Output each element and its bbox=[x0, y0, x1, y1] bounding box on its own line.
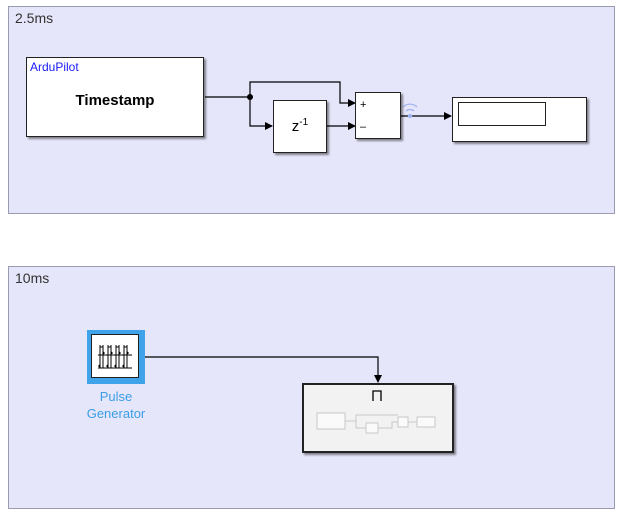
line-to-delay bbox=[249, 97, 273, 130]
pulse-generator-block[interactable] bbox=[91, 334, 139, 378]
sum-minus-sign: – bbox=[360, 121, 367, 133]
display-field bbox=[458, 102, 546, 126]
line-to-sum-plus bbox=[249, 81, 356, 107]
pulse-generator-label-line2: Generator bbox=[86, 406, 146, 421]
sum-block[interactable]: + – bbox=[355, 92, 401, 139]
pulse-generator-label-line1: Pulse bbox=[99, 389, 133, 404]
sum-plus-sign: + bbox=[360, 99, 367, 111]
area-label-2-5ms: 2.5ms bbox=[15, 10, 54, 26]
timestamp-block[interactable]: ArduPilot Timestamp bbox=[26, 57, 204, 137]
ardupilot-tag: ArduPilot bbox=[30, 60, 79, 74]
triggered-subsystem-block[interactable] bbox=[302, 383, 454, 453]
trigger-icon bbox=[372, 390, 382, 401]
delay-exponent: -1 bbox=[299, 117, 309, 128]
delay-base: z bbox=[291, 118, 300, 135]
branch-point bbox=[247, 94, 253, 100]
display-block[interactable] bbox=[452, 97, 587, 142]
area-label-10ms: 10ms bbox=[15, 270, 50, 286]
unit-delay-block[interactable]: z-1 bbox=[273, 100, 327, 153]
pulse-waveform-icon bbox=[98, 345, 132, 369]
subsystem-preview bbox=[316, 390, 436, 434]
line-pulse-to-subsystem bbox=[143, 356, 382, 383]
signal-icon bbox=[402, 103, 418, 119]
pulse-generator-selection[interactable] bbox=[87, 330, 145, 384]
timestamp-label: Timestamp bbox=[75, 92, 155, 109]
area-10ms[interactable]: 10ms bbox=[8, 266, 615, 509]
